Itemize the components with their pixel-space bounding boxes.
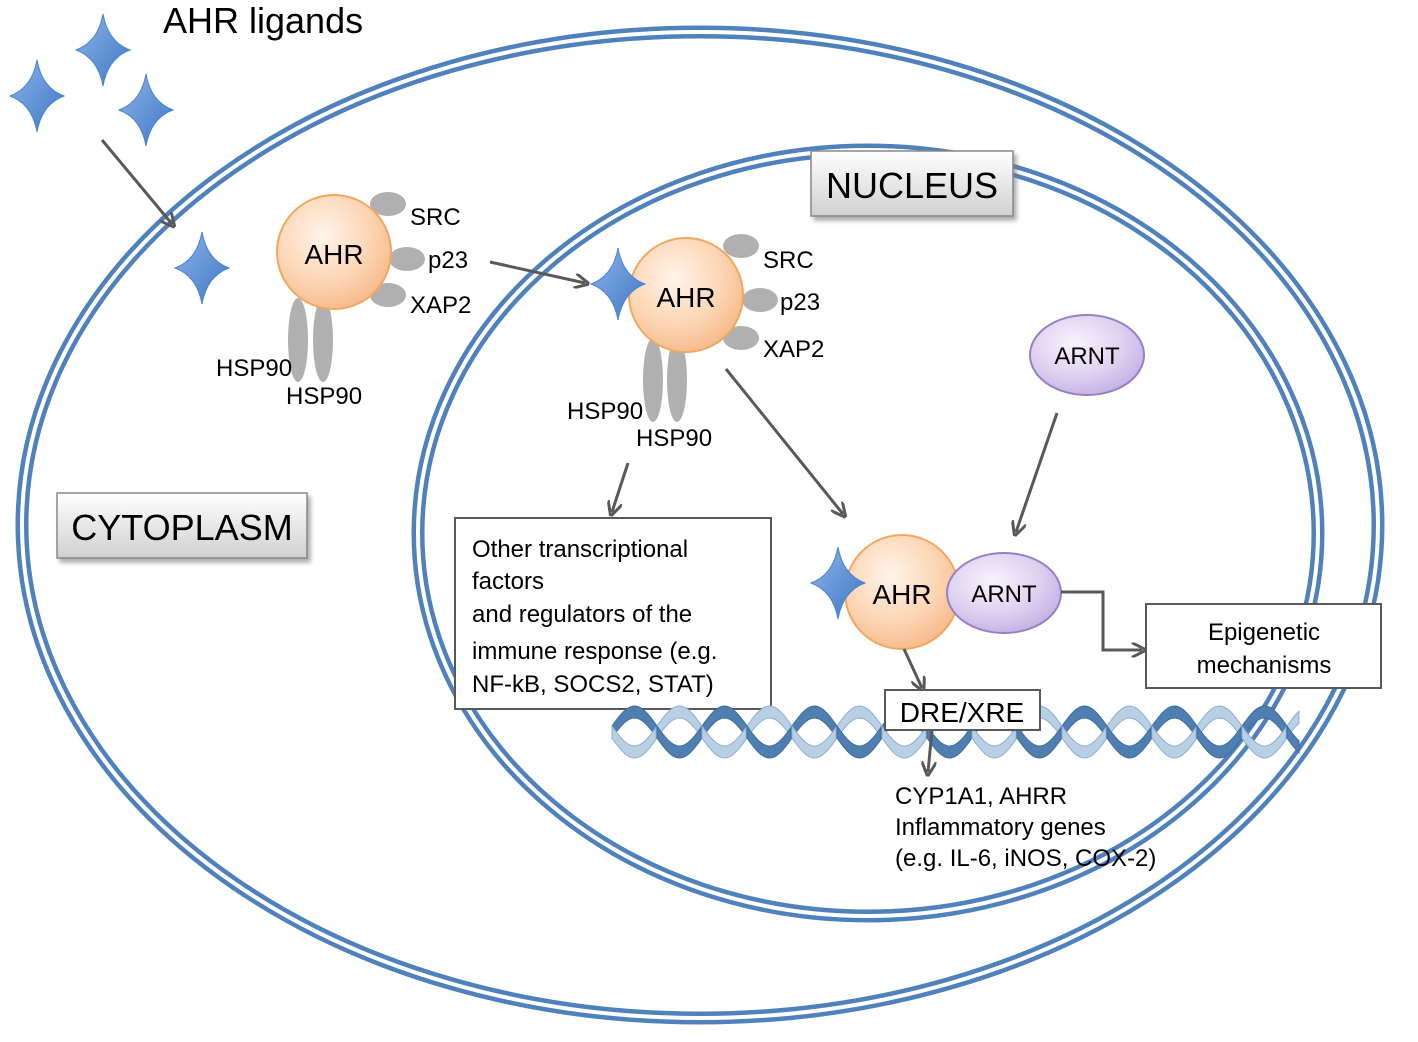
dna-strand-segment — [791, 705, 837, 740]
hsp90-chaperone — [313, 298, 333, 382]
src-label: SRC — [410, 204, 461, 231]
dna-strand-segment — [1196, 705, 1242, 740]
hsp90-chaperone — [667, 338, 687, 422]
dna-strand-segment — [881, 724, 927, 759]
other-factors-line: immune response (e.g. — [472, 638, 717, 665]
dna-strand-segment — [1016, 724, 1062, 759]
ligand-diamond-icon — [117, 73, 175, 147]
other-factors-arrow — [612, 462, 630, 512]
cell-membrane — [15, 25, 1385, 1025]
arnt-protein — [1029, 314, 1145, 396]
p23-cochaperone — [389, 247, 425, 271]
transcription-arrow — [928, 729, 932, 772]
cytoplasm-label-box: CYTOPLASM — [56, 492, 308, 559]
other-factors-line: factors — [472, 568, 544, 595]
dna-strand-segment — [1061, 705, 1107, 740]
hsp90-label: HSP90 — [636, 425, 712, 452]
p23-cochaperone — [742, 288, 778, 312]
dna-strand-segment — [1286, 724, 1300, 755]
dna-strand-segment — [1196, 724, 1242, 759]
hsp90-label: HSP90 — [567, 398, 643, 425]
p23-label: p23 — [780, 289, 820, 316]
ahr-receptor — [276, 194, 392, 310]
dna-strand-segment — [746, 705, 792, 740]
ligand-entry-arrow — [100, 139, 172, 224]
epigenetic-line: Epigenetic — [1208, 619, 1320, 646]
other-factors-line: and regulators of the — [472, 601, 692, 628]
ahr-ligands-title: AHR ligands — [163, 0, 363, 41]
ahr-label: AHR — [304, 239, 363, 270]
other-factors-line: NF-kB, SOCS2, STAT) — [472, 671, 714, 698]
dna-strand-segment — [791, 724, 837, 759]
xap2-cochaperone — [723, 326, 759, 350]
dna-strand-segment — [701, 705, 747, 740]
ligand-diamond-icon — [8, 59, 66, 133]
src-cochaperone — [723, 234, 759, 258]
dna-strand-segment — [1106, 705, 1152, 740]
ligand-group-extracellular — [8, 13, 175, 147]
dna-strand-segment — [836, 724, 882, 759]
arnt-label: ARNT — [971, 581, 1037, 608]
dna-strand-segment — [656, 724, 702, 759]
dna-strand-segment — [926, 724, 972, 759]
hsp90-label: HSP90 — [286, 383, 362, 410]
target-genes-line: (e.g. IL-6, iNOS, COX-2) — [895, 845, 1156, 872]
cytoplasm-ahr-complex: AHR SRC p23 XAP2 HSP90 HSP90 — [216, 192, 471, 410]
ligand-diamond-icon — [74, 13, 132, 87]
target-genes-line: CYP1A1, AHRR — [895, 783, 1067, 810]
other-factors-box: Other transcriptional factors and regula… — [454, 517, 772, 710]
dimerization-arrow — [724, 368, 843, 514]
other-factors-line: Other transcriptional — [472, 536, 688, 563]
bound-ligand-diamond-icon — [809, 546, 867, 620]
translocation-arrow — [489, 260, 585, 283]
xap2-cochaperone — [370, 283, 406, 307]
dna-strand-segment — [656, 705, 702, 740]
src-cochaperone — [370, 192, 406, 216]
epigenetic-box: Epigenetic mechanisms — [1145, 603, 1382, 689]
hsp90-chaperone — [288, 298, 308, 382]
dna-strand-segment — [746, 724, 792, 759]
ahr-label: AHR — [656, 282, 715, 313]
ahr-arnt-dimer: AHR ARNT — [809, 534, 1062, 650]
xap2-label: XAP2 — [410, 292, 471, 319]
xap2-label: XAP2 — [763, 336, 824, 363]
epigenetic-arrow — [1061, 590, 1142, 650]
dna-strand-segment — [971, 724, 1017, 759]
target-genes-line: Inflammatory genes — [895, 814, 1106, 841]
hsp90-chaperone — [643, 338, 663, 422]
nuclear-membrane — [411, 143, 1325, 923]
dre-xre-box: DRE/XRE — [884, 689, 1041, 731]
dna-strand-segment — [1106, 724, 1152, 759]
arnt-label: ARNT — [1054, 343, 1120, 370]
ahr-label: AHR — [872, 579, 931, 610]
bound-ligand-diamond-icon — [589, 247, 647, 321]
dre-xre-label: DRE/XRE — [900, 697, 1024, 728]
cytoplasm-label: CYTOPLASM — [71, 507, 292, 548]
p23-label: p23 — [428, 247, 468, 274]
dna-strand-segment — [1061, 724, 1107, 759]
src-label: SRC — [763, 247, 814, 274]
dna-binding-arrow — [902, 648, 922, 688]
arnt-binding-arrow — [1016, 412, 1059, 532]
dna-strand-segment — [1241, 724, 1287, 759]
target-genes: CYP1A1, AHRR Inflammatory genes (e.g. IL… — [895, 783, 1156, 872]
dna-strand-segment — [611, 705, 657, 740]
dna-strand-segment — [701, 724, 747, 759]
dna-strand-segment — [1151, 724, 1197, 759]
dna-strand-segment — [1151, 705, 1197, 740]
nucleus-label-box: NUCLEUS — [810, 150, 1014, 217]
dna-strand-segment — [836, 705, 882, 740]
nuclear-ahr-complex: AHR SRC p23 XAP2 HSP90 HSP90 — [567, 234, 824, 452]
nucleus-label: NUCLEUS — [826, 165, 998, 206]
dna-strand-segment — [611, 724, 657, 759]
arnt-free: ARNT — [1029, 314, 1145, 396]
ligand-diamond-icon — [173, 231, 231, 305]
hsp90-label: HSP90 — [216, 355, 292, 382]
epigenetic-line: mechanisms — [1197, 652, 1332, 679]
